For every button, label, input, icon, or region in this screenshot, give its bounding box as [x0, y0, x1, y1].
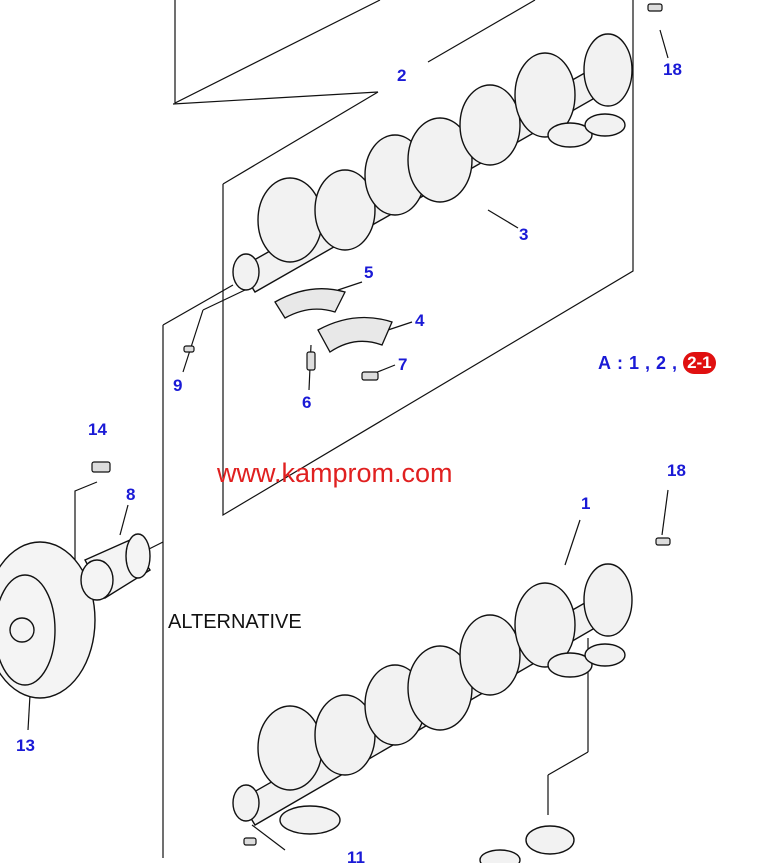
gear-8-teeth	[125, 533, 151, 579]
crank-web-6	[514, 52, 576, 138]
pin-9	[183, 345, 195, 353]
gear-8-face	[80, 559, 114, 601]
callout-4: 4	[415, 311, 425, 330]
callout-13: 13	[16, 736, 35, 755]
pin-18-top	[647, 3, 663, 12]
leader-8	[119, 504, 129, 536]
frame-crankshaft-upper-top2	[427, 0, 536, 63]
bearing-shell-bottom-mid	[479, 849, 521, 868]
callout-8: 8	[126, 485, 136, 504]
bolt-7	[361, 371, 379, 381]
frame-top	[174, 0, 381, 104]
crankshaft-upper	[232, 33, 633, 293]
applicability-item-2: 2	[656, 352, 667, 373]
alternative-label: ALTERNATIVE	[168, 611, 302, 633]
leader-13	[27, 694, 31, 731]
frame-alt-right-b	[547, 751, 589, 776]
pin-11	[243, 837, 257, 846]
crank-web-4	[407, 117, 473, 203]
bearing-shell-lower-b	[584, 643, 626, 667]
applicability-item-1: 1	[629, 352, 640, 373]
pin-18-bottom	[655, 537, 671, 546]
leader-4	[387, 321, 413, 331]
callout-2: 2	[397, 66, 407, 85]
callout-7: 7	[398, 355, 408, 374]
callout-6: 6	[302, 393, 312, 412]
callout-9: 9	[173, 376, 183, 395]
applicability-prefix: A	[598, 352, 611, 373]
callout-3: 3	[519, 225, 529, 244]
leader-3	[487, 209, 519, 229]
thrust-washer-5	[274, 288, 346, 319]
bearing-shell-11	[279, 805, 341, 835]
crank-flange-upper	[583, 33, 633, 107]
crank-alt-web-1	[257, 705, 323, 791]
leader-5	[337, 281, 363, 291]
bearing-shell-upper-a	[547, 122, 593, 148]
callout-18-top: 18	[663, 60, 682, 79]
crank-nose-upper	[232, 253, 260, 291]
crank-alt-web-5	[459, 614, 521, 696]
crank-nose-lower	[232, 784, 260, 822]
bolt-14	[91, 461, 111, 473]
frame-crankshaft-upper-top	[222, 91, 379, 185]
frame-crankshaft-upper	[222, 0, 634, 517]
applicability-colon: :	[617, 352, 623, 373]
callout-5: 5	[364, 263, 374, 282]
damper-13-hub	[9, 617, 35, 643]
leader-11	[251, 824, 286, 851]
bearing-shell-lower-a	[547, 652, 593, 678]
frame-alt-left-top	[162, 284, 234, 326]
leader-2	[172, 91, 379, 105]
watermark-link: www.kamprom.com	[217, 458, 453, 488]
bolt-6	[306, 351, 316, 371]
frame-14	[74, 481, 98, 560]
crank-web-1	[257, 177, 323, 263]
leader-1	[564, 519, 581, 566]
fasteners	[91, 3, 671, 846]
bearing-shell-bottom-right	[525, 825, 575, 855]
applicability-comma-2: ,	[672, 352, 678, 373]
callout-14: 14	[88, 420, 107, 439]
leader-18-bottom	[661, 489, 669, 536]
leader-9	[182, 309, 204, 373]
applicability-highlight-badge: 2-1	[683, 352, 716, 374]
callout-18-bottom: 18	[667, 461, 686, 480]
callout-1: 1	[581, 494, 591, 513]
callout-11: 11	[347, 848, 365, 867]
leader-9b	[202, 289, 246, 311]
crank-web-2	[314, 169, 376, 251]
crank-web-5	[459, 84, 521, 166]
bearing-shell-upper-b	[584, 113, 626, 137]
thrust-washer-4	[317, 316, 393, 353]
damper-assembly	[0, 533, 151, 699]
leader-18-top	[659, 29, 669, 59]
crank-alt-web-6	[514, 582, 576, 668]
thrust-washers	[274, 288, 393, 353]
applicability-note: A : 1 , 2 , 2-1	[598, 352, 716, 374]
crankshaft-alternative	[232, 563, 633, 868]
crank-alt-flange	[583, 563, 633, 637]
applicability-comma-1: ,	[645, 352, 651, 373]
